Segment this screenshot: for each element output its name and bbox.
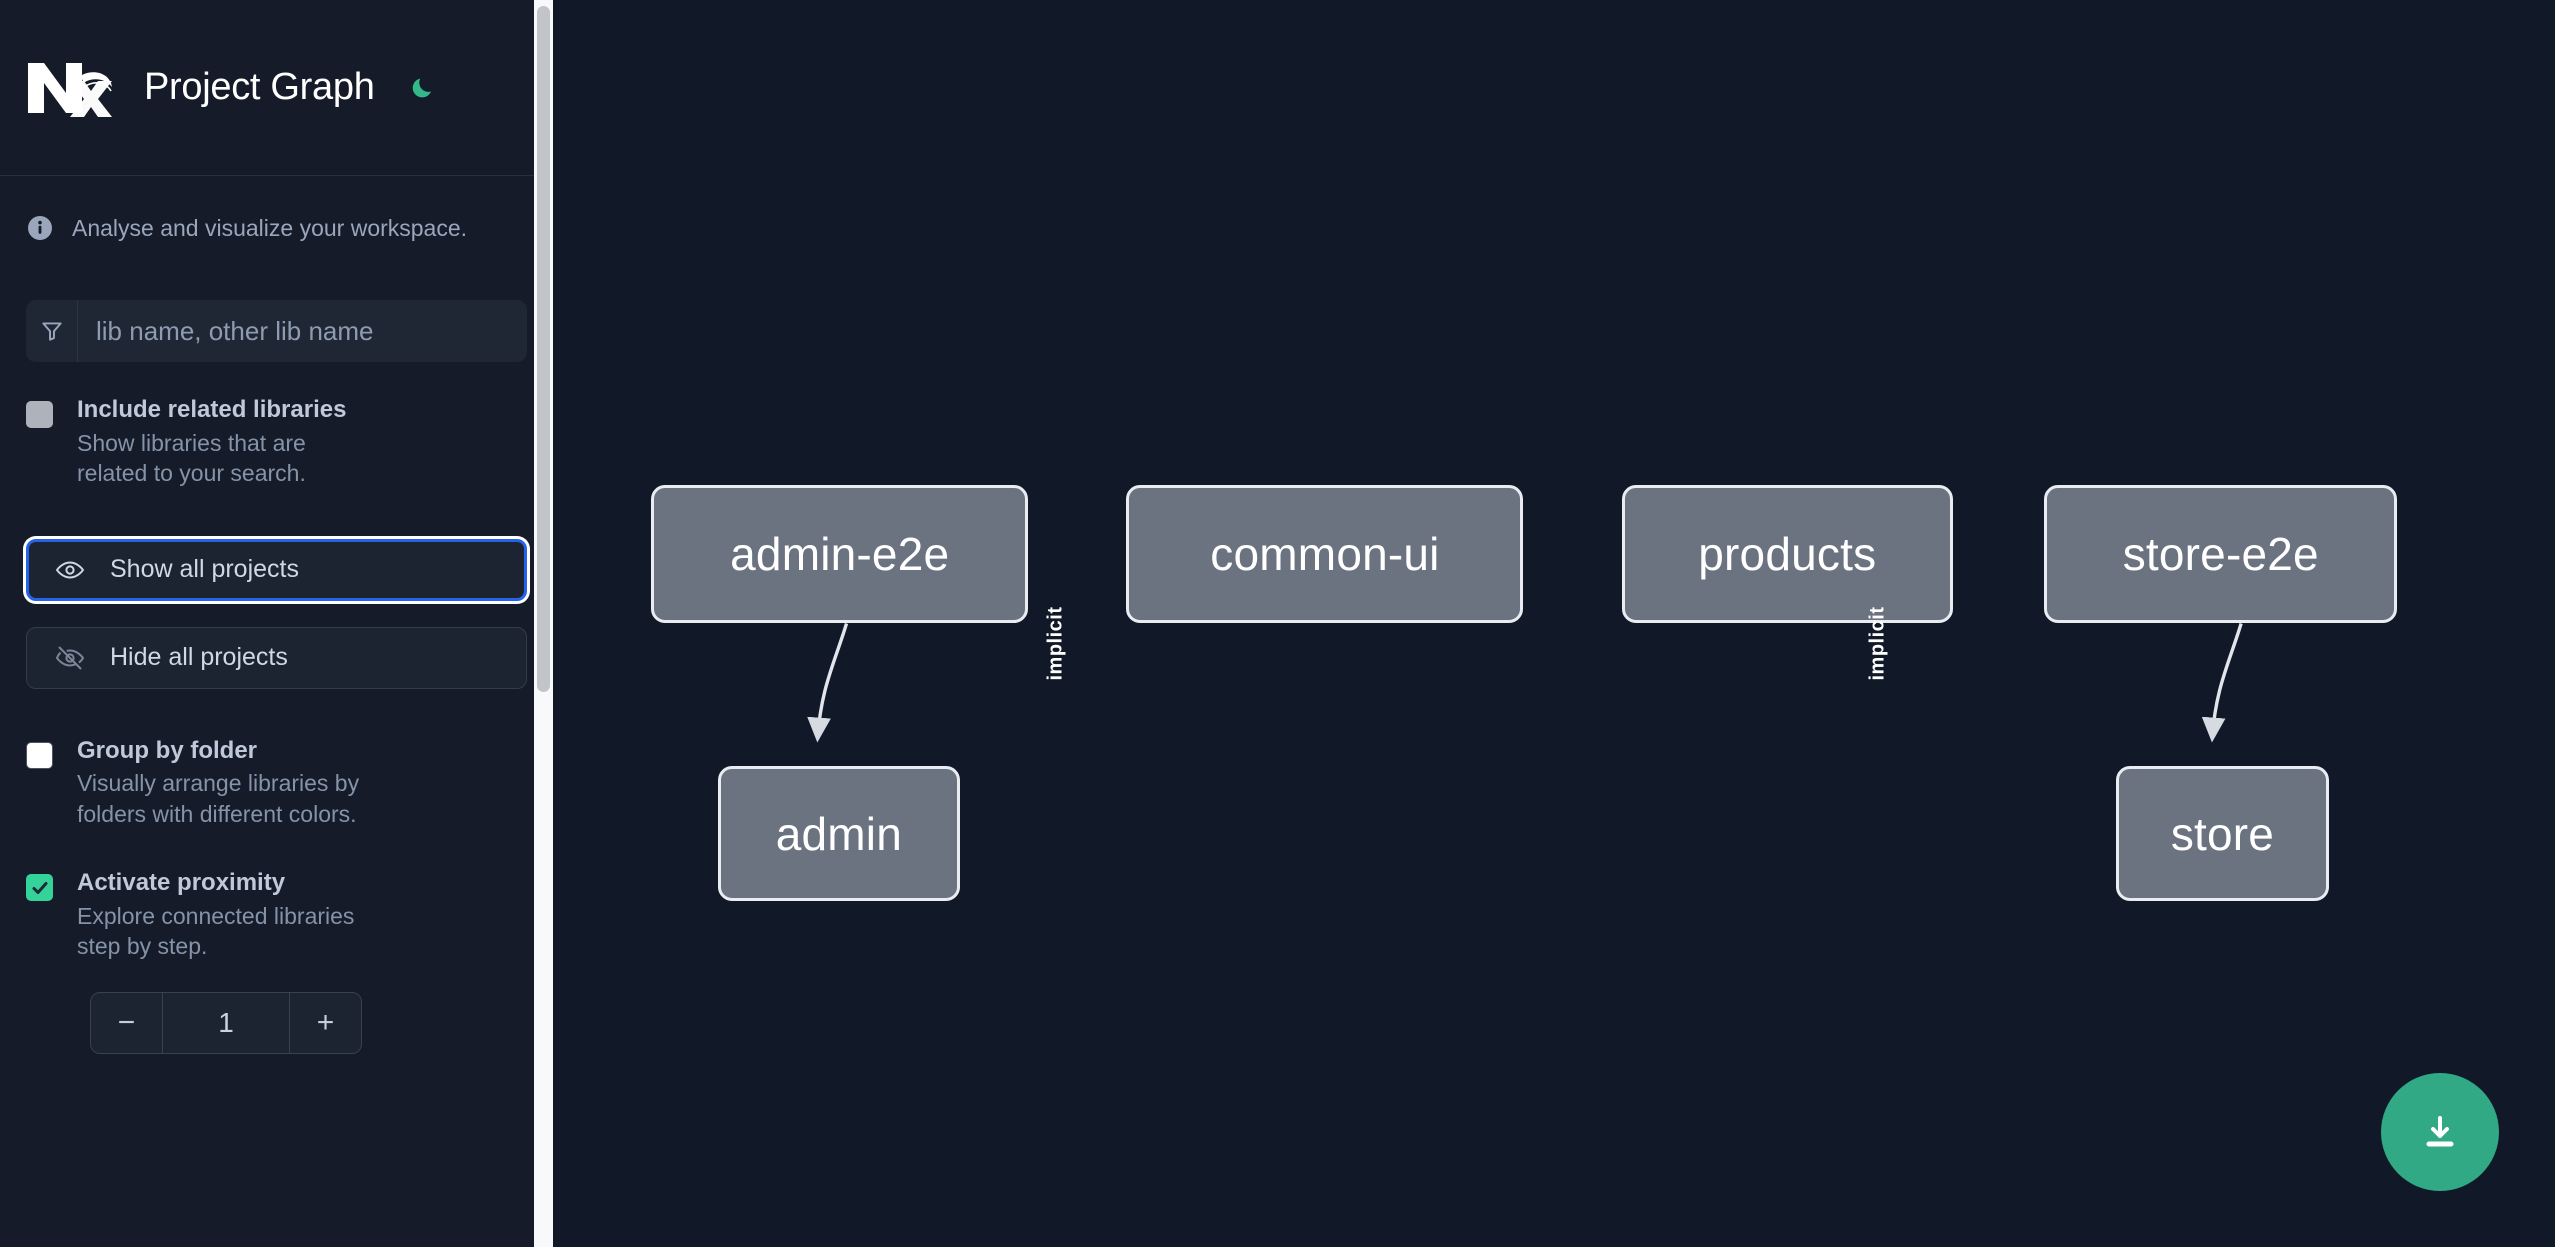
option-include-related-libraries[interactable]: Include related libraries Show libraries… [0, 396, 553, 489]
edge-label-implicit: implicit [1044, 606, 1067, 681]
stepper-increment-button[interactable]: + [289, 992, 361, 1053]
show-all-projects-button[interactable]: Show all projects [26, 538, 527, 601]
checkbox-group-by-folder[interactable] [26, 741, 53, 769]
hide-all-projects-label: Hide all projects [110, 643, 288, 672]
sidebar-scrollbar-thumb[interactable] [537, 6, 550, 692]
search-input[interactable] [78, 300, 527, 362]
info-icon [26, 214, 54, 242]
sidebar-scrollbar[interactable] [534, 0, 553, 1247]
graph-node-admin-e2e[interactable]: admin-e2e [651, 484, 1029, 624]
option-label: Group by folder [77, 736, 257, 764]
search-field[interactable] [26, 300, 527, 362]
sidebar: Project Graph Analyse and visualize your… [0, 0, 553, 1247]
tagline: Analyse and visualize your workspace. [0, 176, 553, 242]
option-activate-proximity[interactable]: Activate proximity Explore connected lib… [0, 869, 553, 962]
option-group-by-folder[interactable]: Group by folder Visually arrange librari… [0, 737, 553, 830]
moon-icon[interactable] [403, 68, 443, 108]
option-description: Show libraries that are related to your … [77, 429, 306, 487]
graph-canvas[interactable]: admin-e2e common-ui products store-e2e a… [553, 0, 2555, 1247]
eye-icon [55, 553, 88, 586]
sidebar-header: Project Graph [0, 0, 553, 176]
graph-node-store[interactable]: store [2115, 766, 2330, 902]
option-description: Explore connected libraries step by step… [77, 902, 355, 960]
option-label: Activate proximity [77, 869, 286, 897]
show-all-projects-label: Show all projects [110, 555, 299, 584]
edge-label-implicit: implicit [1866, 606, 1889, 681]
graph-node-store-e2e[interactable]: store-e2e [2044, 484, 2398, 624]
graph-node-common-ui[interactable]: common-ui [1126, 484, 1524, 624]
graph-node-products[interactable]: products [1621, 484, 1953, 624]
download-graph-button[interactable] [2381, 1073, 2499, 1191]
graph-edges [807, 622, 2243, 743]
option-label: Include related libraries [77, 396, 347, 423]
edge-store-e2e-store [2201, 622, 2243, 743]
stepper-decrement-button[interactable]: − [91, 992, 163, 1053]
graph-node-admin[interactable]: admin [717, 766, 961, 902]
checkbox-activate-proximity[interactable] [26, 874, 53, 902]
option-description: Visually arrange libraries by folders wi… [77, 770, 360, 827]
stepper-value: 1 [218, 1006, 234, 1038]
proximity-stepper[interactable]: − 1 + [90, 991, 362, 1054]
nx-logo-icon [26, 57, 112, 119]
checkbox-include-related-libraries[interactable] [26, 401, 53, 428]
download-icon [2426, 1116, 2454, 1147]
hide-all-projects-button[interactable]: Hide all projects [26, 626, 527, 689]
edge-admin-e2e-admin [807, 622, 849, 743]
page-title: Project Graph [144, 66, 375, 108]
filter-icon [26, 300, 78, 362]
tagline-text: Analyse and visualize your workspace. [72, 214, 468, 241]
eye-off-icon [55, 641, 88, 674]
